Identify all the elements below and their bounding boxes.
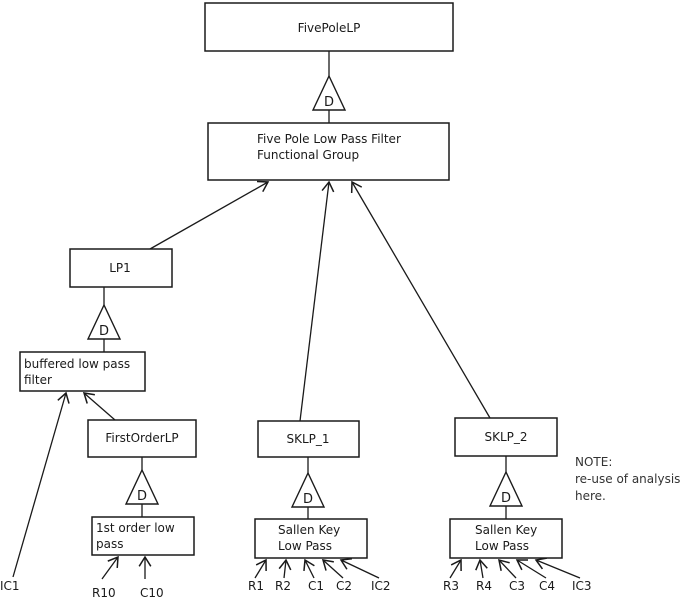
edge-lp1-to-functional-group xyxy=(149,180,270,250)
note-annotation-line1: NOTE: xyxy=(575,455,612,469)
node-sallen-key-2-label-line2: Low Pass xyxy=(475,539,529,553)
edge-c4-to-sallenkey2 xyxy=(515,559,547,579)
node-buffered-label-line1: buffered low pass xyxy=(24,357,130,371)
edge-c1-to-sallenkey1 xyxy=(303,558,315,579)
component-label-r1: R1 xyxy=(248,579,264,593)
component-label-r2: R2 xyxy=(275,579,291,593)
edge-r10-to-firstorder xyxy=(101,555,119,580)
node-sallen-key-2-label-line1: Sallen Key xyxy=(475,523,537,537)
component-label-ic3: IC3 xyxy=(572,579,592,593)
note-annotation-line3: here. xyxy=(575,489,606,503)
decomposition-triangle-sklp2 xyxy=(488,470,524,507)
decomposition-triangle-lp1 xyxy=(86,303,122,340)
node-sallen-key-1-label-line1: Sallen Key xyxy=(278,523,340,537)
edge-r3-to-sallenkey2 xyxy=(449,558,462,579)
component-label-r10: R10 xyxy=(92,586,116,600)
component-label-c10: C10 xyxy=(140,586,164,600)
edge-c2-to-sallenkey1 xyxy=(321,559,344,579)
node-first-order-low-pass xyxy=(91,516,195,556)
node-buffered-low-pass-filter xyxy=(19,351,146,392)
component-label-c3: C3 xyxy=(509,579,525,593)
component-label-r4: R4 xyxy=(476,579,492,593)
decomposition-triangle-firstorderlp xyxy=(124,468,160,505)
triangle-letter: D xyxy=(501,491,511,506)
component-label-ic1: IC1 xyxy=(0,579,20,593)
edge-sklp1-to-functional-group xyxy=(299,180,335,422)
node-firstorderlp-label: FirstOrderLP xyxy=(105,431,178,445)
triangle-letter: D xyxy=(99,324,109,339)
triangle-letter: D xyxy=(303,492,313,507)
edge-c3-to-sallenkey2 xyxy=(498,558,517,579)
node-sallen-key-low-pass-1 xyxy=(254,518,368,559)
decomposition-triangle-sklp1 xyxy=(290,471,326,508)
edge-firstorderlp-to-buffered xyxy=(82,392,116,421)
edge-ic1-to-buffered xyxy=(12,391,70,578)
node-firstorderlp xyxy=(87,419,197,458)
edge-r1-to-sallenkey1 xyxy=(254,558,267,579)
node-functional-group-label-line2: Functional Group xyxy=(257,148,359,162)
edge-ic3-to-sallenkey2 xyxy=(534,557,581,579)
node-sklp1 xyxy=(257,420,360,458)
node-sallen-key-low-pass-2 xyxy=(449,518,563,559)
node-functional-group xyxy=(207,122,450,181)
node-sklp2-label: SKLP_2 xyxy=(484,430,527,444)
decomposition-triangle-fivepolelp xyxy=(311,74,347,111)
node-first-order-low-pass-label-line1: 1st order low xyxy=(96,521,175,535)
note-annotation-line2: re-use of analysis xyxy=(575,472,680,486)
node-fivepolelp-label: FivePoleLP xyxy=(298,21,361,35)
edge-sklp2-to-functional-group xyxy=(350,180,491,419)
triangle-letter: D xyxy=(137,489,147,504)
node-sklp2 xyxy=(454,417,558,457)
triangle-letter: D xyxy=(324,95,334,110)
edge-ic2-to-sallenkey1 xyxy=(339,557,380,579)
node-buffered-label-line2: filter xyxy=(24,373,52,387)
edge-r2-to-sallenkey1 xyxy=(278,558,292,579)
node-lp1 xyxy=(69,248,173,288)
component-label-ic2: IC2 xyxy=(371,579,391,593)
node-sklp1-label: SKLP_1 xyxy=(286,432,329,446)
node-functional-group-label-line1: Five Pole Low Pass Filter xyxy=(257,132,401,146)
component-label-c2: C2 xyxy=(336,579,352,593)
component-label-c1: C1 xyxy=(308,579,324,593)
node-fivepolelp xyxy=(204,2,454,52)
edge-r4-to-sallenkey2 xyxy=(475,558,488,579)
component-label-r3: R3 xyxy=(443,579,459,593)
node-lp1-label: LP1 xyxy=(109,261,131,275)
component-label-c4: C4 xyxy=(539,579,555,593)
node-first-order-low-pass-label-line2: pass xyxy=(96,537,123,551)
node-sallen-key-1-label-line2: Low Pass xyxy=(278,539,332,553)
